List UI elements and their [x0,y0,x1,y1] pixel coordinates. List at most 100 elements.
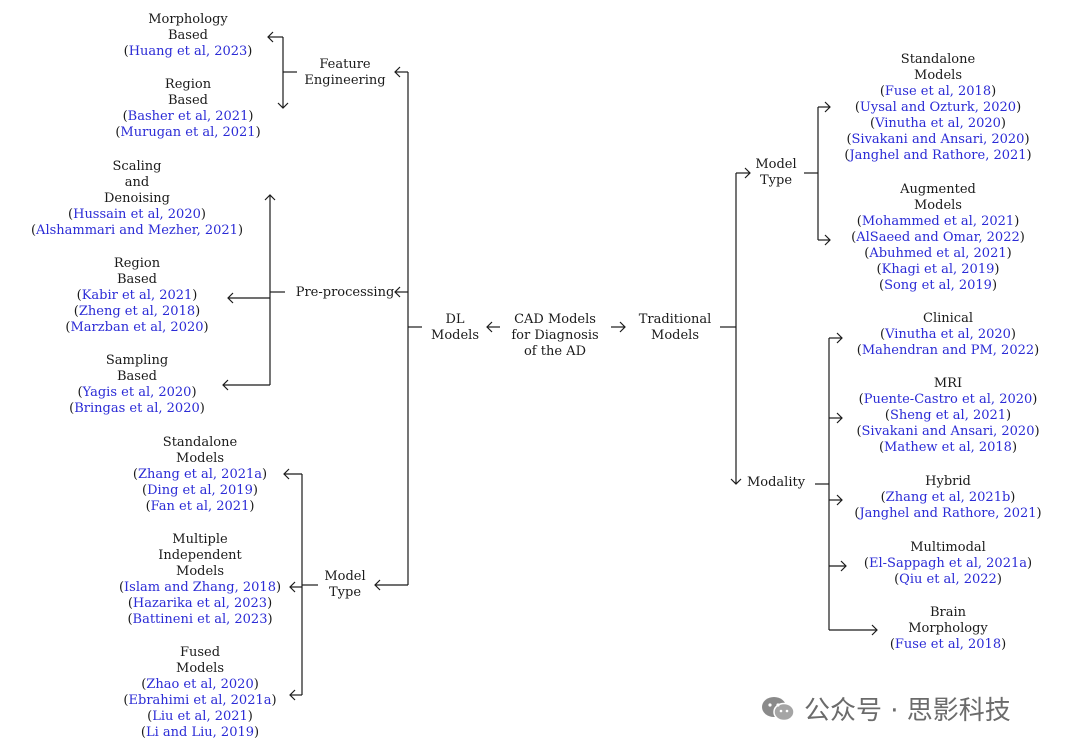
node-label: DL [445,312,465,327]
node-label: Standalone [900,52,976,67]
node-label: Standalone [162,435,238,450]
watermark-text: 公众号 · 思影科技 [804,696,1011,726]
arrowhead-40 [824,101,831,113]
watermark: 公众号 · 思影科技 [760,690,1011,727]
node-citation: (Marzban et al, 2020) [65,320,209,335]
node-pp: Pre-processing [296,285,395,301]
node-citation: (Khagi et al, 2019) [876,262,1000,277]
node-label: Fused [179,645,221,660]
node-label: Traditional [638,312,712,327]
node-citation: (Sheng et al, 2021) [884,408,1012,423]
arrowhead-23 [222,379,229,391]
node-hyb: Hybrid(Zhang et al, 2021b)(Janghel and R… [854,474,1041,522]
node-label: Clinical [923,311,973,326]
node-label: Brain [929,605,967,620]
node-label: MRI [933,376,963,391]
node-label: Model [324,569,366,584]
node-citation: (Li and Liu, 2019) [140,725,260,740]
arrowhead-35 [744,167,751,179]
node-label: Models [914,198,962,213]
node-clin: Clinical(Vinutha et al, 2020)(Mahendran … [857,311,1039,359]
node-label: Based [116,369,157,384]
arrowhead-7 [394,66,401,78]
arrowhead-19 [264,194,276,201]
node-citation: (AlSaeed and Omar, 2022) [851,230,1025,245]
node-label: Independent [158,548,242,563]
node-citation: (Battineni et al, 2023) [127,612,273,627]
arrowhead-1 [486,321,493,333]
node-label: Type [759,173,793,188]
node-citation: (Kabir et al, 2021) [76,288,198,303]
node-citation: (Ding et al, 2019) [142,483,258,498]
node-citation: (Hazarika et al, 2023) [127,596,273,611]
node-label: Models [914,68,962,83]
node-label: Based [168,93,208,108]
node-citation: (Abuhmed et al, 2021) [864,246,1012,261]
node-mm: Multimodal(El-Sappagh et al, 2021a)(Qiu … [864,540,1032,588]
node-label: Models [176,451,224,466]
node-label: Region [164,77,212,92]
arrowhead-54 [871,624,878,636]
node-citation: (Fuse et al, 2018) [889,637,1007,652]
arrowhead-27 [283,468,290,480]
node-citation: (Mathew et al, 2018) [878,440,1018,455]
arrowhead-29 [289,581,296,593]
node-label: Models [431,328,479,343]
node-citation: (Fuse et al, 2018) [879,84,997,99]
node-label: Models [176,661,224,676]
node-label: Scaling [112,159,162,174]
arrowhead-9 [394,286,401,298]
node-citation: (Qiu et al, 2022) [894,572,1002,587]
node-label: Models [176,564,224,579]
node-label: Engineering [304,73,386,88]
node-label: Based [168,28,208,43]
node-citation: (Uysal and Ozturk, 2020) [854,100,1022,115]
node-label: Denoising [103,191,170,206]
node-citation: (Zhao et al, 2020) [141,677,259,692]
arrowhead-16 [277,102,289,109]
node-citation: (Liu et al, 2021) [147,709,253,724]
node-label: Augmented [900,182,976,197]
node-citation: (Huang et al, 2023) [123,44,253,59]
node-label: Multiple [172,532,228,547]
node-citation: (Janghel and Rathore, 2021) [844,148,1032,163]
node-citation: (Sivakani and Ansari, 2020) [846,132,1030,147]
arrowhead-52 [840,560,847,572]
node-citation: (Alshammari and Mezher, 2021) [30,223,244,238]
node-label: Feature [319,57,371,72]
node-label: and [124,175,150,190]
node-citation: (Hussain et al, 2020) [68,207,206,222]
node-label: Region [113,256,161,271]
node-citation: (Sivakani and Ansari, 2020) [856,424,1040,439]
node-citation: (Puente-Castro et al, 2020) [858,392,1038,407]
arrowhead-31 [289,689,296,701]
arrowhead-42 [824,234,831,246]
node-label: for Diagnosis [511,328,599,343]
node-label: Pre-processing [295,285,395,300]
arrowhead-36 [730,478,742,485]
node-citation: (Bringas et al, 2020) [69,401,205,416]
node-citation: (Zhang et al, 2021a) [132,467,268,482]
arrowhead-15 [267,31,274,43]
node-mri: MRI(Puente-Castro et al, 2020)(Sheng et … [856,376,1039,456]
node-citation: (Murugan et al, 2021) [115,125,261,140]
node-citation: (Fan et al, 2021) [145,499,255,514]
